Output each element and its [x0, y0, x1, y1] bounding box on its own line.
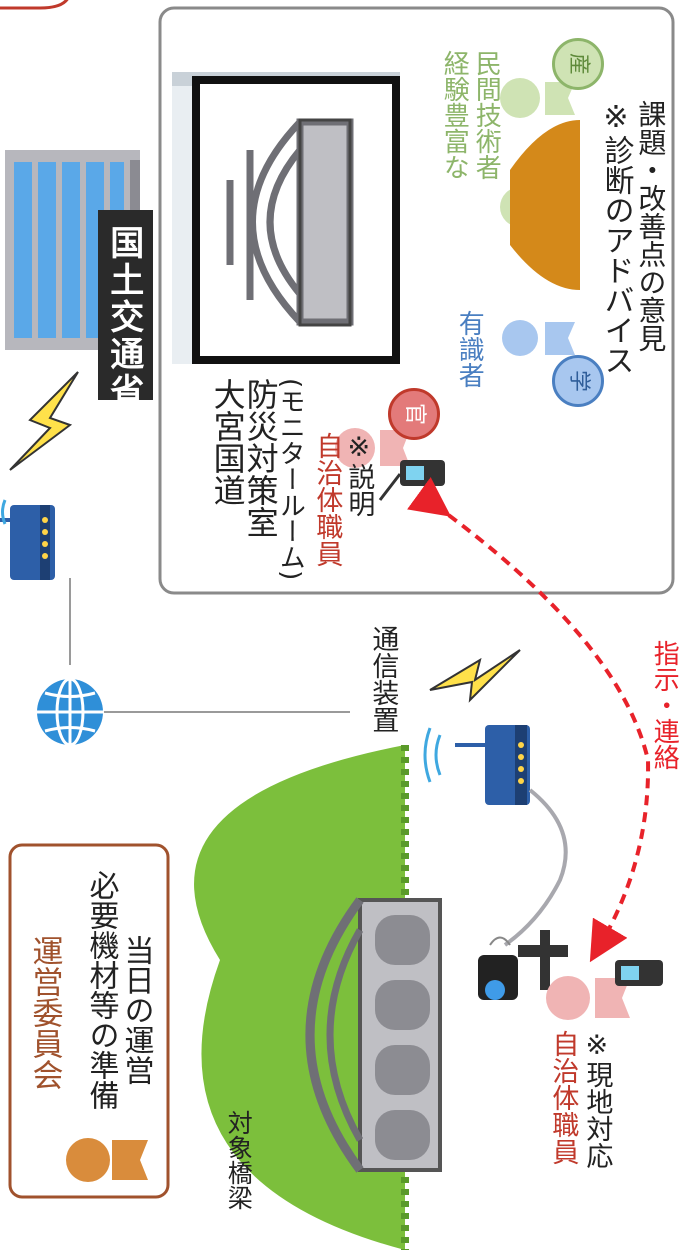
- monitor-room-title-line1: 大宮国道: [208, 378, 247, 506]
- lightning-icon-bottom: [429, 649, 521, 703]
- monitor-staff-note: ※説明: [343, 432, 375, 517]
- committee-line2: 当日の運営: [118, 935, 154, 1085]
- academic-label: 有識者: [454, 310, 485, 388]
- field-bridge-icon: [305, 897, 442, 1173]
- field-staff-label: 自治体職員: [547, 1030, 579, 1165]
- monitor-staff-badge-text: 官: [401, 402, 427, 426]
- field-staff-note: ※現地対応: [581, 1030, 613, 1169]
- comm-device-label: 通信装置: [367, 625, 399, 733]
- committee-title: 運営委員会: [26, 935, 63, 1090]
- industry-badge-text: 産: [565, 52, 591, 76]
- monitor-staff-label: 自治体職員: [311, 432, 343, 567]
- monitor-screen: [172, 72, 400, 364]
- top-box-fragment: [0, 0, 69, 10]
- academic-person-icon: [502, 320, 575, 356]
- experts-note-line1: ※診断のアドバイス: [598, 100, 634, 375]
- field-staff-radio-icon: [615, 960, 663, 986]
- industry-badge: 産: [552, 38, 604, 90]
- internet-globe-icon: [37, 677, 103, 747]
- monitor-staff-badge: 官: [388, 388, 440, 440]
- committee-box: [8, 843, 170, 1199]
- experts-note-line2: 課題・改善点の意見: [634, 100, 668, 352]
- monitor-staff-person-icon: [335, 428, 410, 468]
- field-staff-person-icon: [546, 976, 630, 1020]
- ministry-router-icon: [0, 499, 55, 580]
- monitor-bridge-icon: [226, 118, 354, 326]
- monitor-room-title-line2: 防災対策室: [241, 378, 280, 538]
- meeting-table: [510, 120, 580, 290]
- committee-line1: 必要機材等の準備: [83, 870, 119, 1110]
- committee-person-icon: [66, 1138, 148, 1182]
- instruction-arrow: [407, 477, 651, 963]
- academic-badge: 学: [552, 355, 604, 407]
- ministry-sign: 国土交通省: [103, 225, 144, 410]
- field-router-icon: [423, 725, 568, 947]
- instruction-label: 指示・連絡: [649, 640, 680, 770]
- monitor-room-title-line3: (モニタールーム): [275, 378, 306, 581]
- industry-label-line1: 経験豊富な: [439, 50, 470, 180]
- industry-person-icon-2: [500, 78, 575, 118]
- academic-badge-text: 学: [565, 369, 591, 393]
- lightning-icon-top: [9, 371, 79, 471]
- ministry-building-icon: [5, 150, 153, 400]
- target-bridge-label: 対象橋梁: [224, 1110, 254, 1210]
- industry-label-line2: 民間技術者: [471, 50, 502, 180]
